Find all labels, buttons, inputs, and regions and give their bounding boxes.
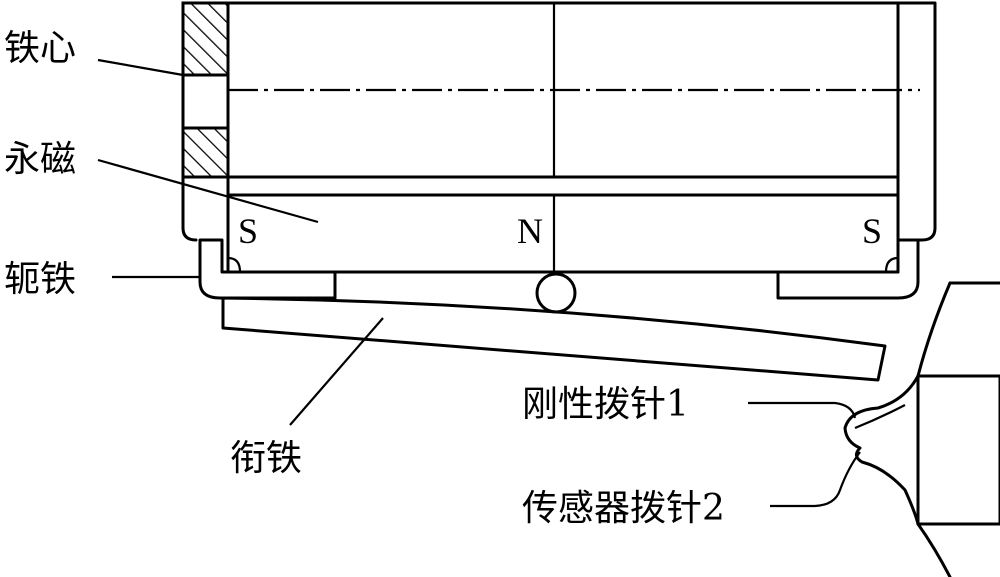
label-sensor-pin: 传感器拨针2	[522, 488, 725, 529]
label-permanent-magnet: 永磁	[4, 139, 76, 180]
pole-right-s: S	[862, 211, 882, 251]
pole-center-n: N	[517, 211, 543, 251]
left-end-plate	[181, 1, 230, 242]
yoke-left	[198, 238, 337, 300]
leader-lines	[97, 58, 861, 508]
permanent-magnet	[226, 175, 900, 274]
label-iron-core: 铁心	[4, 28, 76, 69]
pivot-ball	[535, 272, 577, 314]
right-end-plate	[896, 1, 937, 242]
yoke-right	[776, 238, 920, 300]
label-yoke: 轭铁	[4, 259, 76, 300]
pole-left-s: S	[238, 211, 258, 251]
iron-core-body	[226, 1, 920, 179]
pin-mechanism	[843, 281, 1000, 577]
label-armature: 衔铁	[230, 438, 302, 479]
armature-bar	[221, 296, 887, 382]
label-rigid-pin: 刚性拨针1	[522, 384, 689, 425]
